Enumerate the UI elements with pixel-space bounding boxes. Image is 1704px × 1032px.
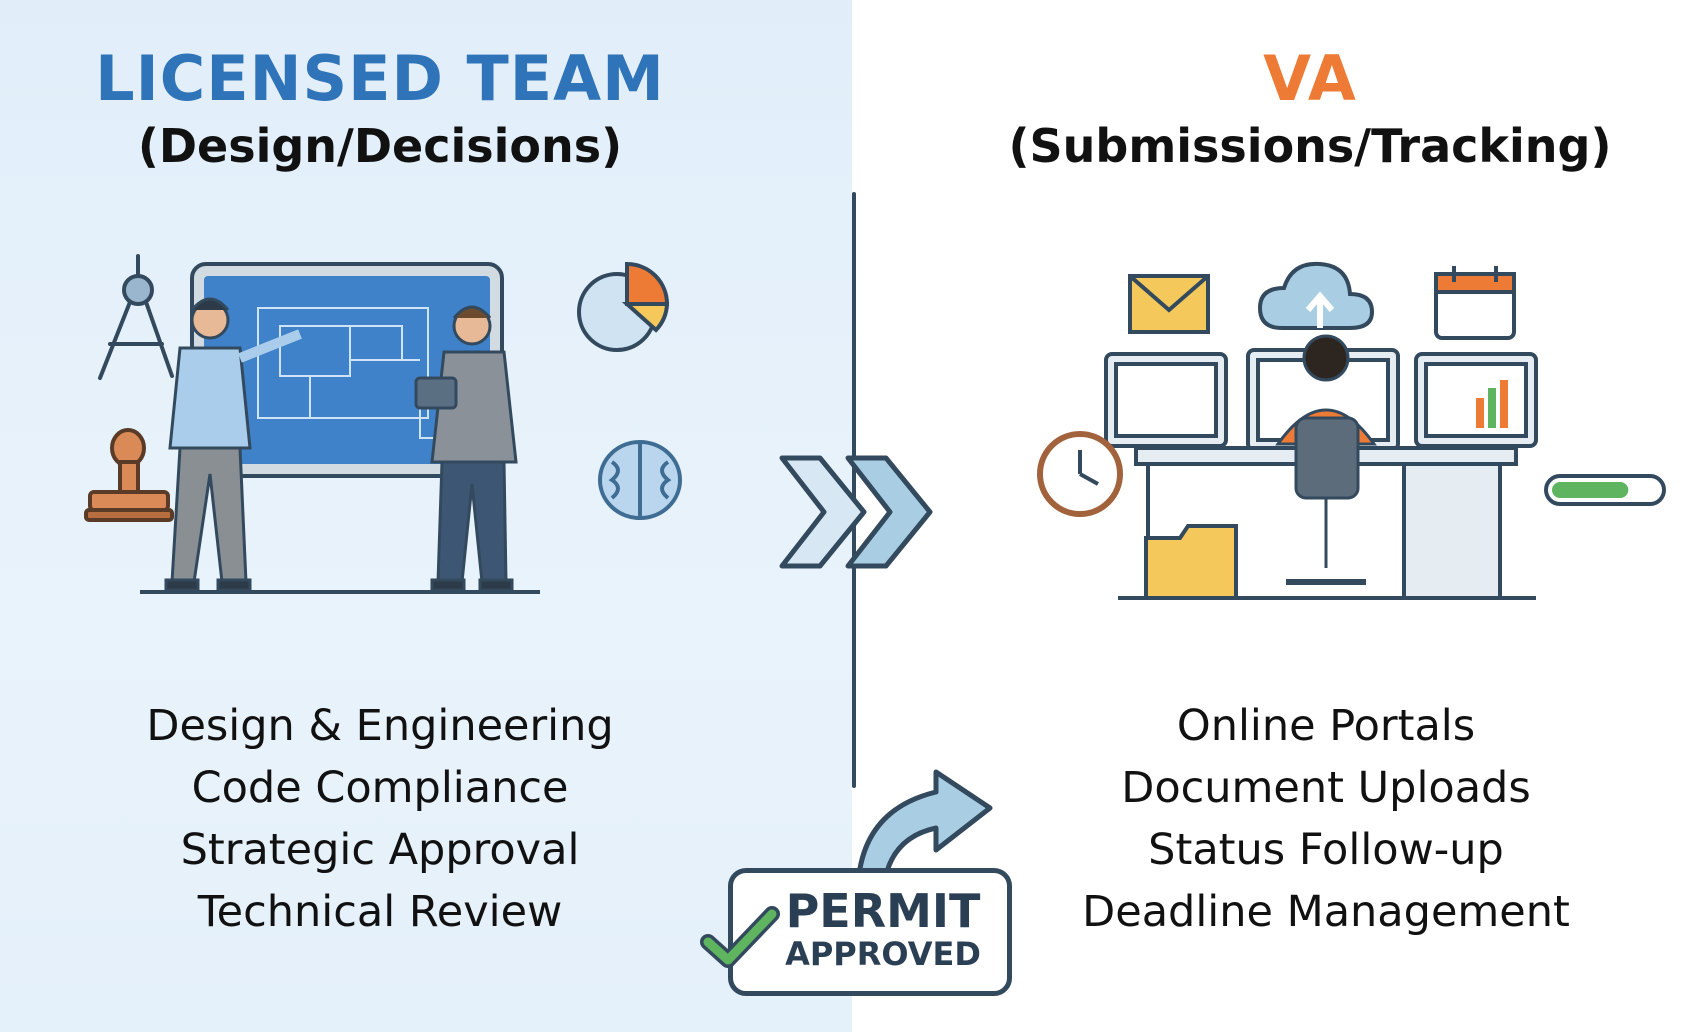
drafting-compass-icon (98, 254, 174, 380)
licensed-team-subtitle: (Design/Decisions) (137, 119, 623, 173)
blueprint-board-icon (190, 262, 504, 478)
licensed-team-task-list: Design & Engineering Code Compliance Str… (60, 695, 700, 943)
envelope-icon (1128, 274, 1210, 334)
progress-bar-icon (1544, 474, 1666, 506)
va-subtitle: (Submissions/Tracking) (1008, 119, 1612, 173)
va-title: VA (1263, 42, 1357, 115)
folder-icon (1144, 524, 1238, 600)
task-item: Design & Engineering (146, 701, 614, 751)
licensed-team-title: LICENSED TEAM (95, 42, 665, 115)
curved-arrow-icon (855, 769, 993, 889)
task-item: Code Compliance (191, 763, 569, 813)
task-item: Document Uploads (1121, 763, 1531, 813)
engineer-figure (164, 297, 302, 592)
va-figure (1275, 334, 1377, 585)
stamp-line2: APPROVED (785, 935, 981, 973)
va-task-list: Online Portals Document Uploads Status F… (1006, 695, 1646, 943)
va-illustration (1037, 261, 1666, 600)
cloud-upload-icon (1257, 261, 1375, 330)
calendar-icon (1434, 266, 1516, 340)
task-item: Online Portals (1176, 701, 1476, 751)
divider-line (852, 192, 856, 788)
double-chevron-right-icon (779, 455, 933, 569)
clock-icon (1037, 431, 1123, 517)
brain-icon (598, 440, 682, 520)
rubber-stamp-icon (84, 428, 174, 522)
pie-chart-icon (577, 261, 670, 352)
stamp-line1: PERMIT (785, 884, 981, 938)
licensed-team-illustration (84, 254, 682, 594)
checkmark-icon (700, 906, 780, 968)
manager-figure (414, 305, 518, 592)
permit-approved-stamp (728, 868, 1012, 996)
desk (1134, 446, 1518, 600)
task-item: Deadline Management (1082, 887, 1570, 937)
task-item: Strategic Approval (180, 825, 580, 875)
va-panel (852, 0, 1704, 1032)
task-item: Technical Review (197, 887, 563, 937)
task-item: Status Follow-up (1148, 825, 1504, 875)
